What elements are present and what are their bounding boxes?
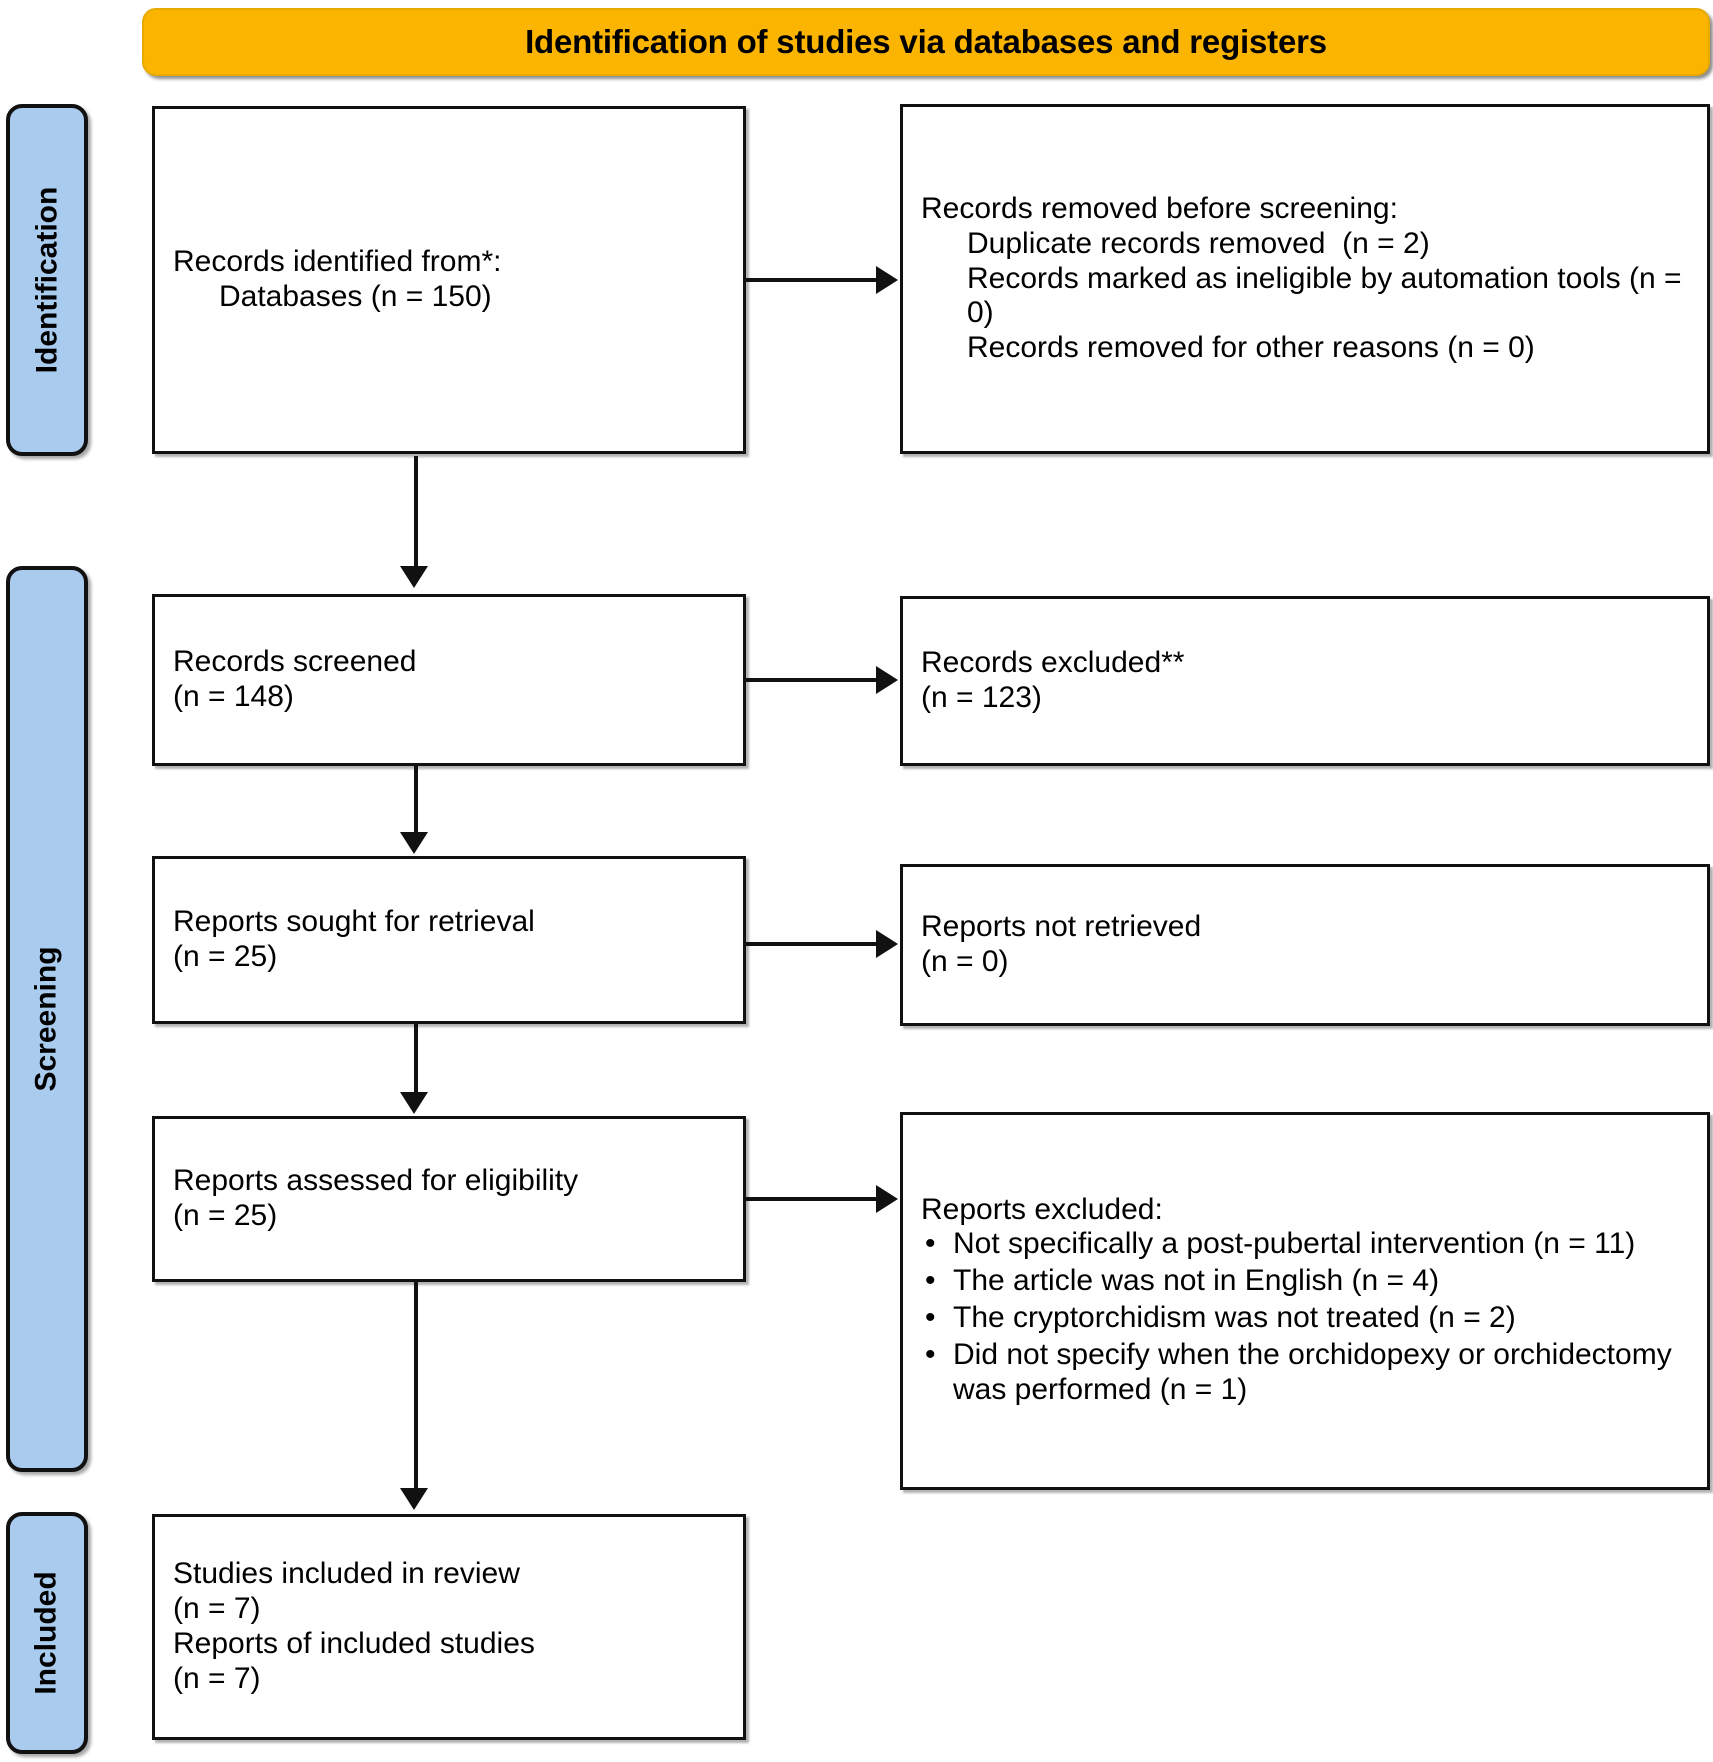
- records-screened-line-2: (n = 148): [173, 680, 294, 713]
- box-reports-not-retrieved: Reports not retrieved (n = 0): [900, 864, 1710, 1026]
- reports-excluded-bullet: The article was not in English (n = 4): [921, 1264, 1689, 1299]
- records-removed-line-2: Records marked as ineligible by automati…: [967, 261, 1690, 330]
- reports-excluded-bullet: Did not specify when the orchidopexy or …: [921, 1338, 1689, 1408]
- records-removed-heading-emphasis: before screening: [1166, 192, 1390, 225]
- reports-assessed-line-2: (n = 25): [173, 1199, 278, 1232]
- connector-assessed-to-included: [414, 1282, 418, 1490]
- records-screened-line-1: Records screened: [173, 645, 417, 679]
- box-records-removed-before-screening: Records removed before screening: Duplic…: [900, 104, 1710, 454]
- box-reports-sought-for-retrieval: Reports sought for retrieval (n = 25): [152, 856, 746, 1024]
- connector-identified-to-screened: [414, 456, 418, 568]
- stage-label-screening: Screening: [6, 566, 88, 1472]
- box-studies-included: Studies included in review (n = 7) Repor…: [152, 1514, 746, 1740]
- records-removed-heading-prefix: Records removed: [921, 192, 1167, 225]
- stage-screening-text: Screening: [30, 946, 63, 1092]
- connector-sought-to-not-retrieved: [746, 942, 880, 946]
- diagram-title-text: Identification of studies via databases …: [525, 23, 1327, 60]
- reports-excluded-heading: Reports excluded:: [921, 1192, 1163, 1226]
- connector-identified-to-removed: [746, 278, 880, 282]
- reports-assessed-line-1: Reports assessed for eligibility: [173, 1164, 579, 1198]
- reports-not-retrieved-line-2: (n = 0): [921, 945, 1009, 978]
- stage-identification-text: Identification: [30, 186, 64, 374]
- records-removed-heading: Records removed before screening:: [921, 192, 1689, 227]
- stage-included-text: Included: [30, 1571, 63, 1695]
- records-excluded-line-2: (n = 123): [921, 681, 1042, 714]
- arrowhead-down-icon: [400, 1488, 428, 1510]
- arrowhead-down-icon: [400, 1092, 428, 1114]
- reports-sought-line-2: (n = 25): [173, 940, 278, 973]
- records-removed-line-3: Records removed for other reasons (n = 0…: [967, 331, 1535, 365]
- records-identified-line-1: Records identified from*:: [173, 245, 502, 279]
- stage-label-identification: Identification: [6, 104, 88, 456]
- records-excluded-line-1: Records excluded**: [921, 646, 1185, 680]
- studies-included-line-3: Reports of included studies: [173, 1627, 535, 1660]
- arrowhead-right-icon: [876, 1185, 898, 1213]
- arrowhead-right-icon: [876, 930, 898, 958]
- connector-screened-to-records-excluded: [746, 678, 880, 682]
- reports-not-retrieved-line-1: Reports not retrieved: [921, 910, 1202, 944]
- arrowhead-right-icon: [876, 266, 898, 294]
- diagram-title-banner: Identification of studies via databases …: [142, 8, 1710, 76]
- connector-assessed-to-reports-excluded: [746, 1197, 880, 1201]
- studies-included-line-1: Studies included in review: [173, 1557, 520, 1591]
- stage-label-included: Included: [6, 1512, 88, 1754]
- box-records-screened: Records screened (n = 148): [152, 594, 746, 766]
- reports-excluded-bullet: The cryptorchidism was not treated (n = …: [921, 1301, 1689, 1336]
- connector-screened-to-sought: [414, 766, 418, 834]
- arrowhead-down-icon: [400, 566, 428, 588]
- reports-excluded-bullet-list: Not specifically a post-pubertal interve…: [921, 1227, 1689, 1409]
- connector-sought-to-assessed: [414, 1024, 418, 1094]
- studies-included-line-2: (n = 7): [173, 1592, 261, 1626]
- reports-sought-line-1: Reports sought for retrieval: [173, 905, 535, 939]
- records-removed-line-1: Duplicate records removed (n = 2): [967, 226, 1430, 260]
- records-removed-heading-suffix: :: [1389, 192, 1398, 225]
- arrowhead-down-icon: [400, 832, 428, 854]
- box-reports-assessed-for-eligibility: Reports assessed for eligibility (n = 25…: [152, 1116, 746, 1282]
- reports-excluded-bullet: Not specifically a post-pubertal interve…: [921, 1227, 1689, 1262]
- box-reports-excluded: Reports excluded: Not specifically a pos…: [900, 1112, 1710, 1490]
- box-records-excluded: Records excluded** (n = 123): [900, 596, 1710, 766]
- records-identified-line-2: Databases (n = 150): [219, 280, 492, 313]
- box-records-identified: Records identified from*: Databases (n =…: [152, 106, 746, 454]
- studies-included-line-4: (n = 7): [173, 1661, 261, 1695]
- arrowhead-right-icon: [876, 666, 898, 694]
